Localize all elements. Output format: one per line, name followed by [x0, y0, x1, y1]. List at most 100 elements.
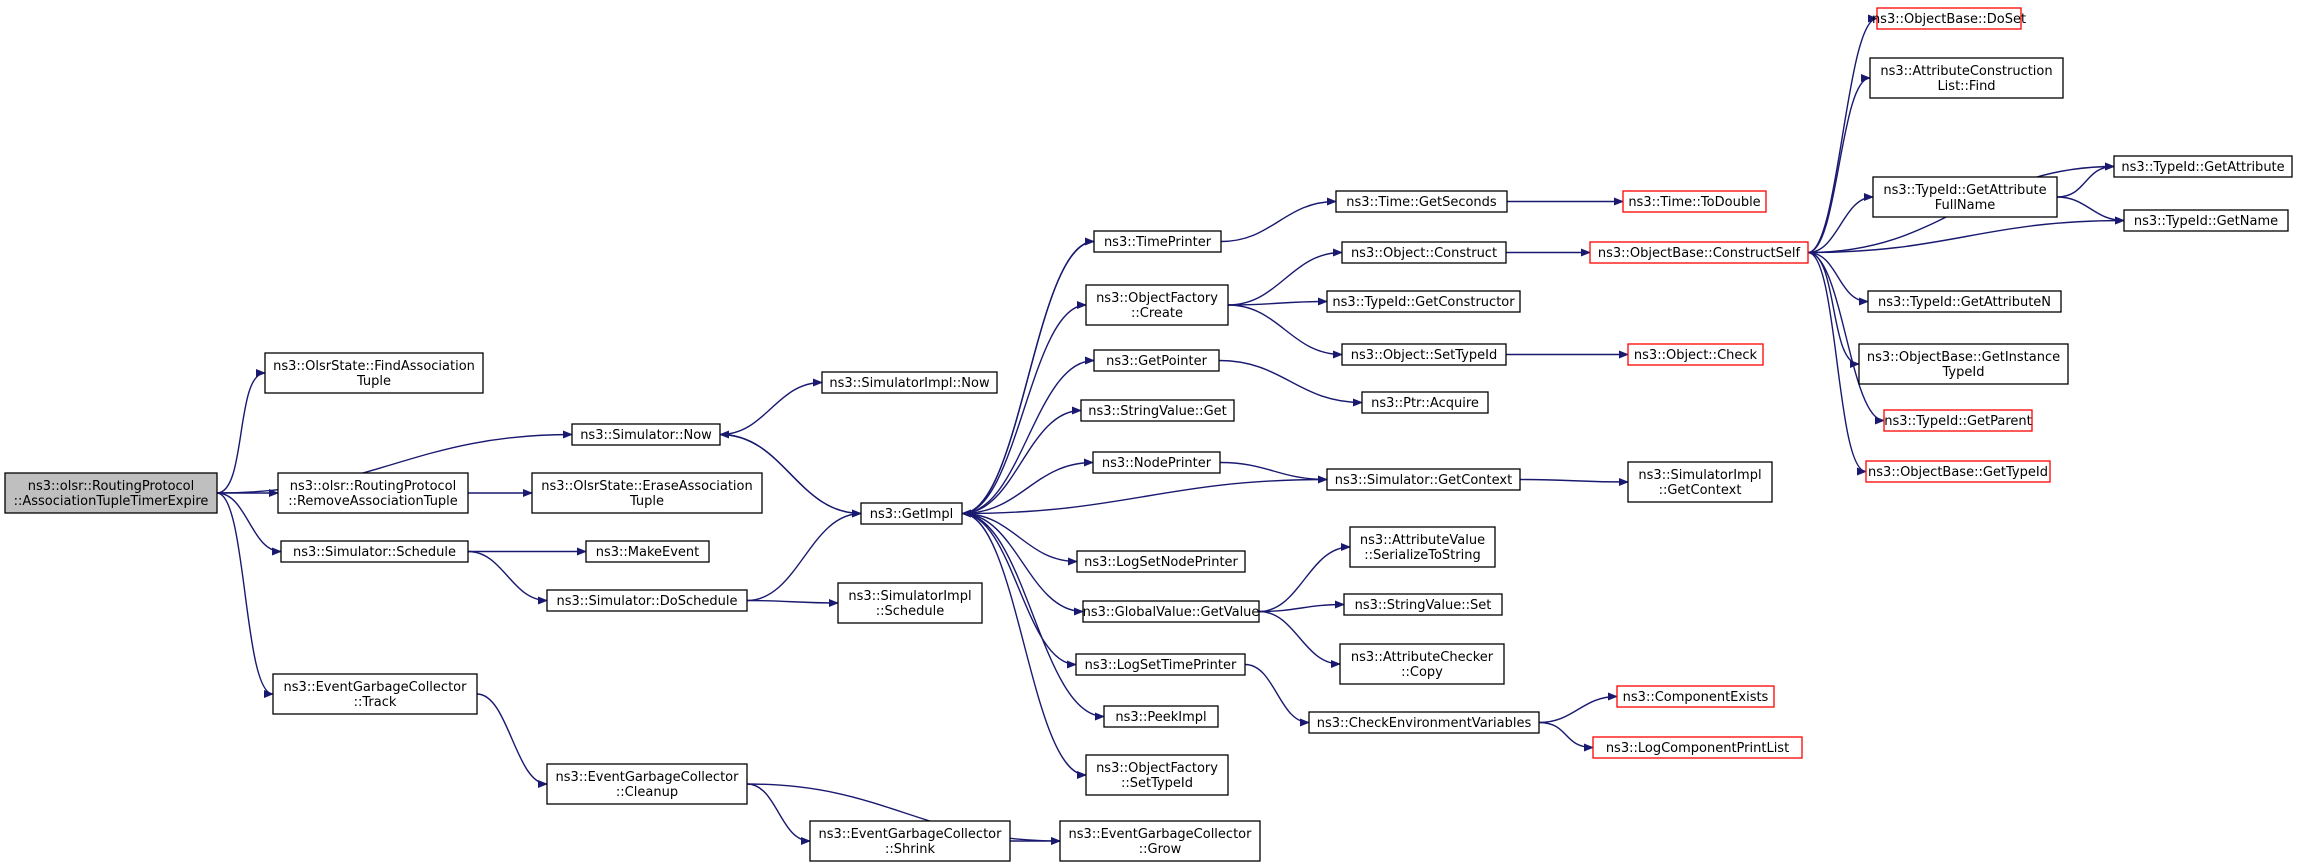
node-label-removeassoc: ns3::olsr::RoutingProtocol	[290, 479, 457, 494]
node-box-getpointer	[1093, 349, 1220, 372]
node-objconstruct[interactable]: ns3::Object::Construct	[1341, 241, 1507, 264]
node-label-ofsettypeid: ns3::ObjectFactory	[1096, 761, 1218, 776]
node-simschedule[interactable]: ns3::Simulator::Schedule	[280, 540, 469, 563]
node-makeevent[interactable]: ns3::MakeEvent	[585, 540, 710, 563]
node-gvgetvalue[interactable]: ns3::GlobalValue::GetValue	[1082, 600, 1260, 623]
node-simimplgetctx[interactable]: ns3::SimulatorImpl::GetContext	[1627, 461, 1773, 503]
node-ptracquire[interactable]: ns3::Ptr::Acquire	[1361, 391, 1489, 414]
node-ofcreate[interactable]: ns3::ObjectFactory::Create	[1085, 284, 1229, 326]
node-label-ofsettypeid: ::SetTypeId	[1121, 776, 1193, 791]
node-box-getimpl	[860, 502, 963, 525]
edge-getimpl-to-simnow	[719, 430, 862, 515]
node-logcompprint[interactable]: ns3::LogComponentPrintList	[1592, 736, 1803, 759]
node-root[interactable]: ns3::olsr::RoutingProtocol::AssociationT…	[4, 472, 218, 514]
node-timetodouble[interactable]: ns3::Time::ToDouble	[1622, 190, 1767, 213]
node-label-gvgetvalue: ns3::GlobalValue::GetValue	[1083, 605, 1260, 620]
node-compexists[interactable]: ns3::ComponentExists	[1616, 685, 1775, 708]
node-getpointer[interactable]: ns3::GetPointer	[1093, 349, 1220, 372]
edge-ofcreate-to-objconstruct	[1227, 248, 1343, 306]
node-tidgetparent[interactable]: ns3::TypeId::GetParent	[1883, 409, 2033, 432]
node-label-svset: ns3::StringValue::Set	[1355, 598, 1492, 613]
edge-gvgetvalue-to-accopy	[1258, 610, 1341, 668]
edge-root-to-simschedule	[216, 492, 282, 556]
node-tidgetname[interactable]: ns3::TypeId::GetName	[2123, 209, 2289, 232]
node-label-egccleanup: ns3::EventGarbageCollector	[556, 770, 740, 785]
node-label-obgetinst: TypeId	[1942, 365, 1985, 380]
edge-root-to-egctrack	[216, 492, 274, 698]
node-nodeprinter[interactable]: ns3::NodePrinter	[1092, 451, 1221, 474]
node-simimplsched[interactable]: ns3::SimulatorImpl::Schedule	[837, 582, 983, 624]
node-logsetnode[interactable]: ns3::LogSetNodePrinter	[1076, 550, 1246, 573]
node-label-logsettime: ns3::LogSetTimePrinter	[1085, 658, 1237, 673]
node-getimpl[interactable]: ns3::GetImpl	[860, 502, 963, 525]
node-logsettime[interactable]: ns3::LogSetTimePrinter	[1075, 653, 1246, 676]
node-egcshrink[interactable]: ns3::EventGarbageCollector::Shrink	[809, 820, 1011, 862]
node-obconstructself[interactable]: ns3::ObjectBase::ConstructSelf	[1589, 241, 1809, 264]
node-box-eraseassoc	[531, 472, 763, 514]
node-box-obconstructself	[1589, 241, 1809, 264]
node-label-tidgetname: ns3::TypeId::GetName	[2134, 214, 2278, 229]
node-label-compexists: ns3::ComponentExists	[1623, 690, 1769, 705]
node-accopy[interactable]: ns3::AttributeChecker::Copy	[1339, 643, 1505, 685]
node-label-nodeprinter: ns3::NodePrinter	[1102, 456, 1212, 471]
node-doschedule[interactable]: ns3::Simulator::DoSchedule	[546, 589, 748, 612]
edge-getimpl-to-ofcreate	[961, 301, 1087, 515]
node-label-removeassoc: ::RemoveAssociationTuple	[288, 494, 458, 509]
node-peekimpl[interactable]: ns3::PeekImpl	[1103, 705, 1219, 728]
node-simnow[interactable]: ns3::Simulator::Now	[571, 423, 721, 446]
node-box-simimplnow	[821, 371, 998, 394]
node-svget[interactable]: ns3::StringValue::Get	[1080, 399, 1235, 422]
node-removeassoc[interactable]: ns3::olsr::RoutingProtocol::RemoveAssoci…	[277, 472, 469, 514]
node-timegetsec[interactable]: ns3::Time::GetSeconds	[1335, 190, 1508, 213]
edge-tidgetattrfull-to-tidgetname	[2056, 196, 2125, 225]
nodes-layer: ns3::olsr::RoutingProtocol::AssociationT…	[4, 7, 2293, 862]
node-simimplnow[interactable]: ns3::SimulatorImpl::Now	[821, 371, 998, 394]
node-box-avserialize	[1349, 526, 1496, 568]
node-tidgetattrn[interactable]: ns3::TypeId::GetAttributeN	[1867, 290, 2062, 313]
node-svset[interactable]: ns3::StringValue::Set	[1343, 593, 1503, 616]
edge-obconstructself-to-tidgetattrn	[1807, 251, 1869, 306]
node-objcheck[interactable]: ns3::Object::Check	[1627, 343, 1764, 366]
node-label-tidgetparent: ns3::TypeId::GetParent	[1884, 414, 2032, 429]
node-tidgetctor[interactable]: ns3::TypeId::GetConstructor	[1326, 290, 1521, 313]
node-box-nodeprinter	[1092, 451, 1221, 474]
node-box-tidgetctor	[1326, 290, 1521, 313]
edge-logsettime-to-checkenv	[1244, 663, 1310, 727]
node-label-simimplgetctx: ::GetContext	[1659, 483, 1742, 498]
node-tidgetattr[interactable]: ns3::TypeId::GetAttribute	[2113, 155, 2293, 178]
node-box-svset	[1343, 593, 1503, 616]
node-obdoset[interactable]: ns3::ObjectBase::DoSet	[1872, 7, 2026, 30]
node-label-egcshrink: ns3::EventGarbageCollector	[819, 827, 1003, 842]
edge-getimpl-to-svget	[961, 406, 1082, 515]
node-box-findassoc	[264, 352, 484, 394]
node-label-eraseassoc: ns3::OlsrState::EraseAssociation	[541, 479, 753, 494]
node-simgetctx[interactable]: ns3::Simulator::GetContext	[1326, 468, 1521, 491]
node-label-ofcreate: ::Create	[1131, 306, 1183, 321]
node-label-avserialize: ns3::AttributeValue	[1360, 533, 1485, 548]
node-box-checkenv	[1308, 711, 1540, 734]
node-egcgrow[interactable]: ns3::EventGarbageCollector::Grow	[1059, 820, 1261, 862]
node-egccleanup[interactable]: ns3::EventGarbageCollector::Cleanup	[546, 763, 748, 805]
node-label-tidgetattrfull: ns3::TypeId::GetAttribute	[1883, 183, 2046, 198]
node-box-egcgrow	[1059, 820, 1261, 862]
node-box-logsetnode	[1076, 550, 1246, 573]
node-label-findassoc: Tuple	[356, 374, 391, 389]
node-obgettypeid[interactable]: ns3::ObjectBase::GetTypeId	[1865, 460, 2051, 483]
node-box-aclfind	[1869, 57, 2064, 99]
node-avserialize[interactable]: ns3::AttributeValue::SerializeToString	[1349, 526, 1496, 568]
node-label-egctrack: ns3::EventGarbageCollector	[284, 680, 468, 695]
edge-nodeprinter-to-simgetctx	[1219, 461, 1328, 484]
edge-checkenv-to-logcompprint	[1538, 721, 1594, 752]
node-label-simimplsched: ns3::SimulatorImpl	[848, 589, 971, 604]
node-objsettypeid[interactable]: ns3::Object::SetTypeId	[1341, 343, 1507, 366]
node-egctrack[interactable]: ns3::EventGarbageCollector::Track	[272, 673, 478, 715]
node-box-egccleanup	[546, 763, 748, 805]
node-timeprinter[interactable]: ns3::TimePrinter	[1093, 230, 1222, 253]
node-checkenv[interactable]: ns3::CheckEnvironmentVariables	[1308, 711, 1540, 734]
node-ofsettypeid[interactable]: ns3::ObjectFactory::SetTypeId	[1085, 754, 1229, 796]
